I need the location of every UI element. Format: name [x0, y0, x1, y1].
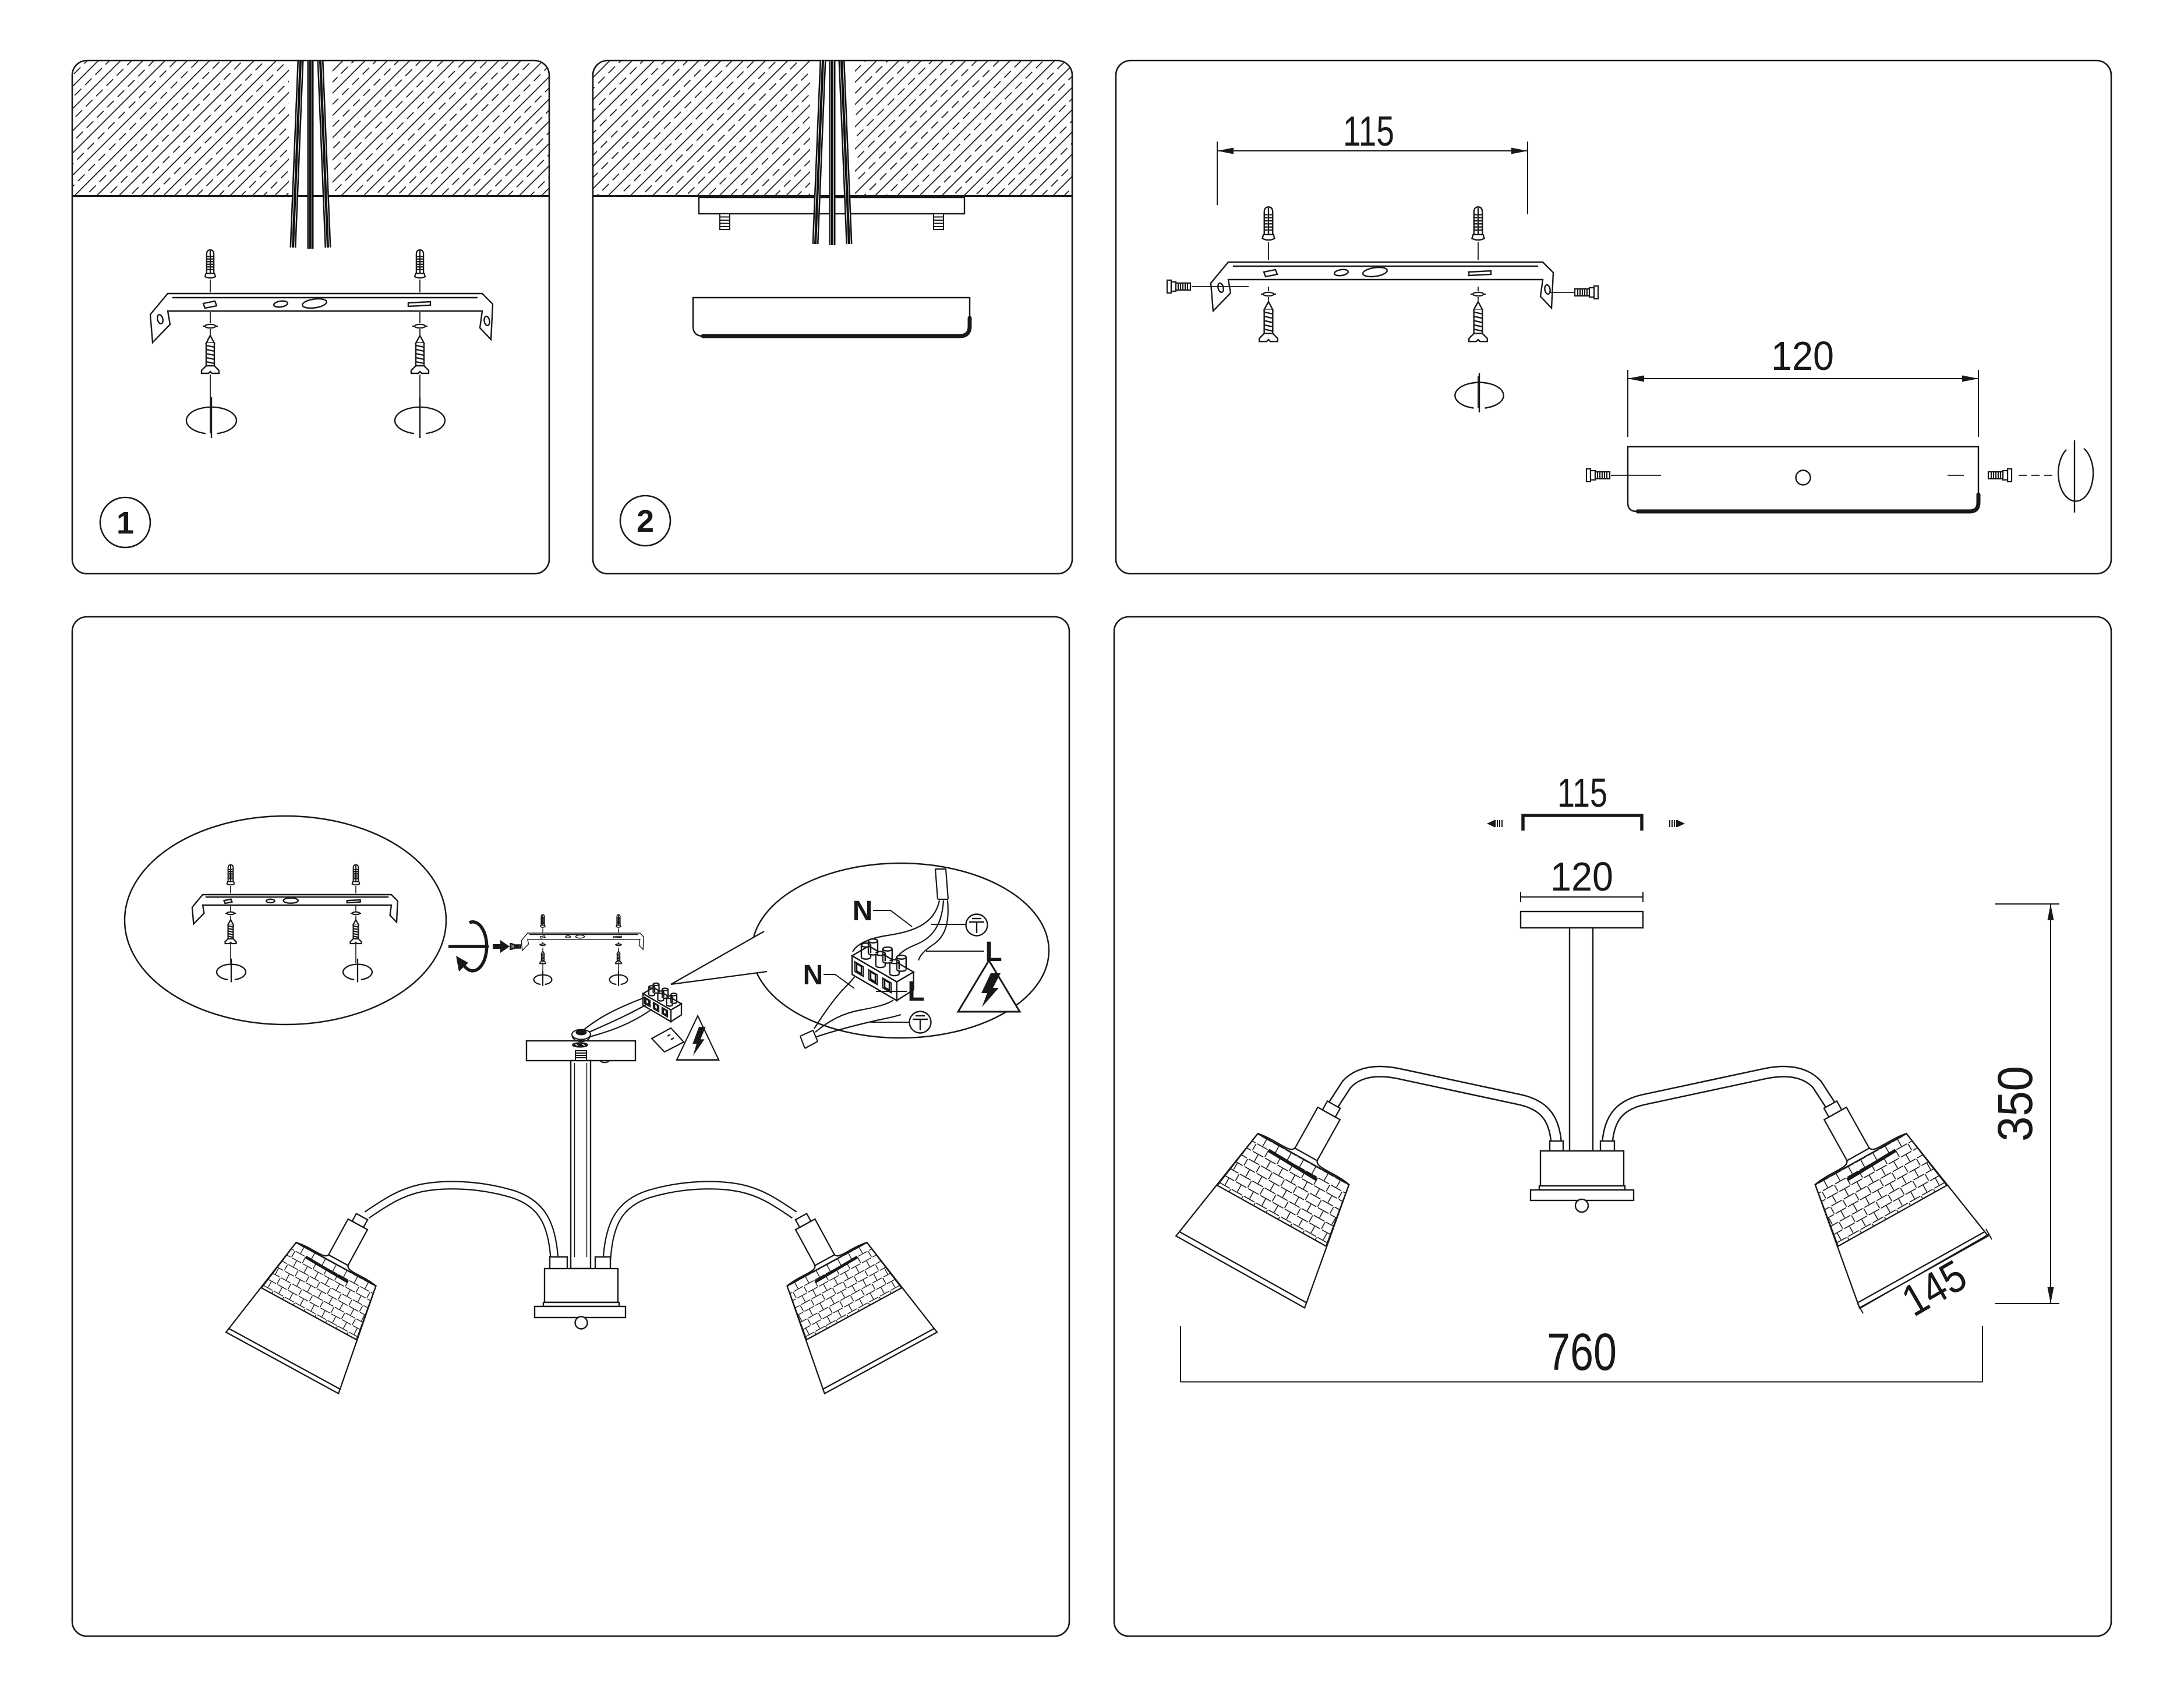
- svg-text:1: 1: [116, 506, 134, 541]
- svg-text:115: 115: [1343, 108, 1394, 155]
- svg-text:L: L: [907, 976, 924, 1007]
- svg-text:760: 760: [1547, 1323, 1617, 1382]
- svg-text:N: N: [803, 960, 824, 991]
- svg-text:120: 120: [1771, 333, 1834, 379]
- svg-text:N: N: [853, 896, 873, 927]
- svg-text:115: 115: [1557, 770, 1607, 815]
- svg-text:120: 120: [1550, 854, 1613, 899]
- svg-text:2: 2: [637, 504, 654, 539]
- svg-text:350: 350: [1988, 1066, 2042, 1142]
